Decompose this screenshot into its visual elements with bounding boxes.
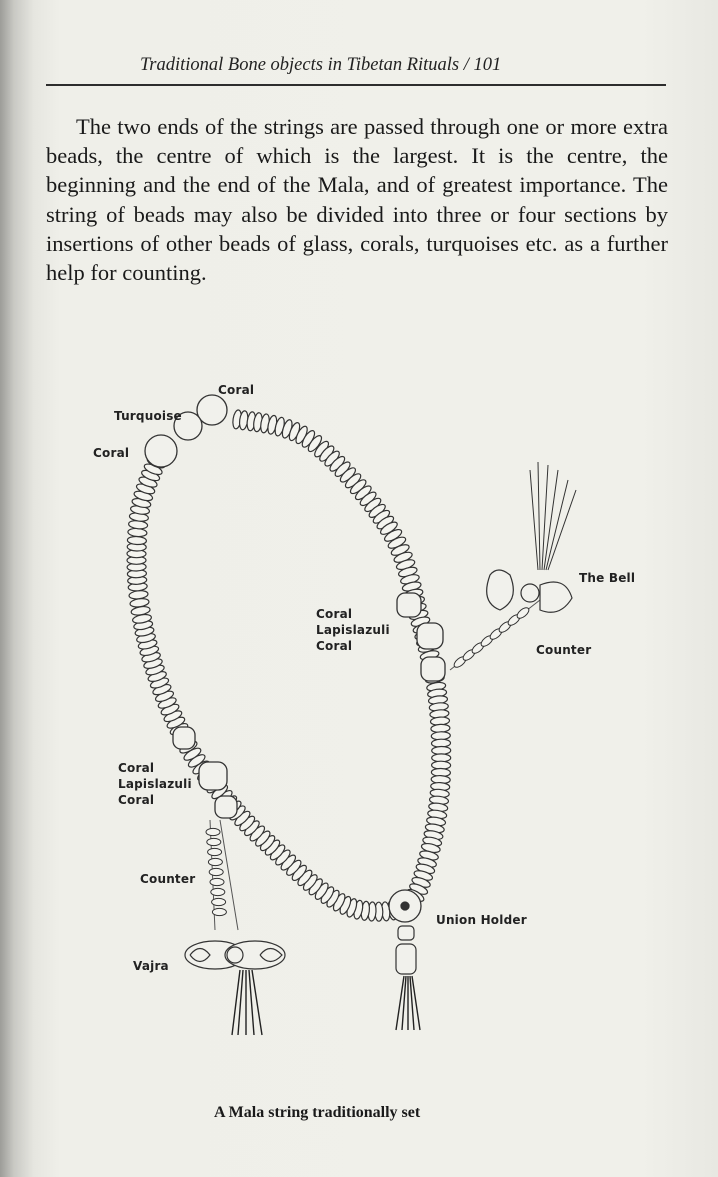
coral-bead-top [196,394,228,426]
right-counter-string [449,599,541,671]
counter-bead [210,887,226,897]
special-beads [144,394,446,923]
label-group-right: Coral Lapislazuli Coral [316,607,390,653]
mala-beads [126,409,452,922]
lapislazuli-bead-left [198,761,228,791]
counter-bead [209,877,225,887]
counter-bead [207,857,223,867]
mala-bead [126,535,147,546]
label-union-holder: Union Holder [436,913,527,927]
counter-bead [211,897,227,907]
counter-bead [206,837,222,847]
coral-bead-left-1 [172,726,196,750]
body-paragraph: The two ends of the strings are passed t… [46,114,668,286]
label-counter-right: Counter [536,643,592,657]
label-vajra: Vajra [133,959,169,973]
coral-bead-left-2 [214,795,238,819]
mala-illustration [126,394,577,1036]
mala-bead [307,435,323,453]
counter-bead [211,907,227,917]
label-counter-left: Counter [140,872,196,886]
running-header: Traditional Bone objects in Tibetan Ritu… [140,55,502,75]
show-through-text [0,440,60,470]
counter-bead [207,847,223,857]
lapislazuli-bead-right [416,622,444,650]
vajra-drawing [184,940,286,1036]
label-the-bell: The Bell [579,571,636,585]
turquoise-bead [173,411,203,441]
counter-bead [516,607,530,619]
label-coral-top: Coral [218,383,255,397]
bell-drawing [486,461,577,613]
union-tail [395,925,421,1031]
label-group-left: Coral Lapislazuli Coral [118,761,192,807]
header-rule [46,84,666,86]
label-turquoise: Turquoise [114,409,182,423]
label-coral-left: Coral [93,446,130,460]
left-counter-string [205,819,239,931]
coral-bead-right-1 [396,592,422,618]
coral-bead-left [144,434,178,468]
counter-bead [205,827,221,837]
figure-caption: A Mala string traditionally set [214,1104,421,1121]
coral-bead-right-2 [420,656,446,682]
counter-bead [208,867,224,877]
